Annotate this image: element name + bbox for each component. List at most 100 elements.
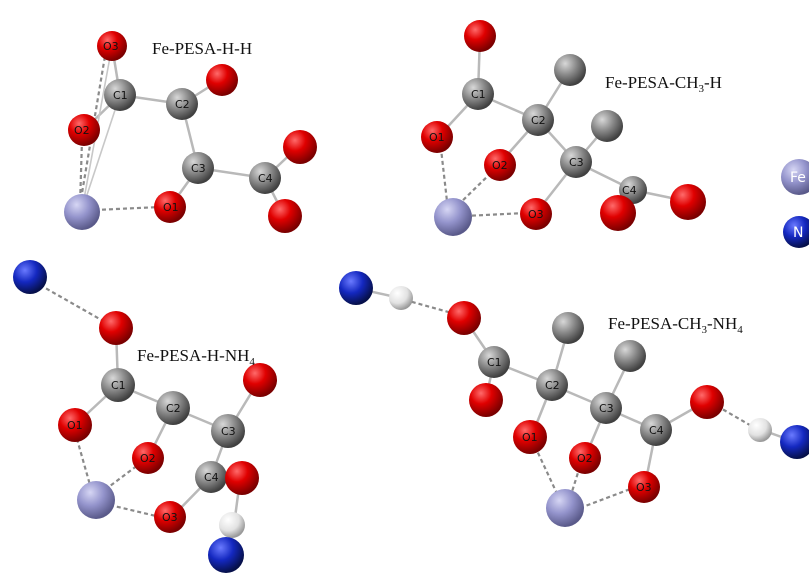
atom-label: C1 [471, 88, 486, 101]
dashed-bond [78, 139, 84, 206]
hydrogen-atom [389, 286, 413, 310]
atom-label: O2 [577, 452, 593, 465]
iron-atom [64, 194, 100, 230]
oxygen-atom [154, 501, 186, 533]
iron-legend-atom [781, 159, 809, 195]
carbon-atom [560, 146, 592, 178]
atom-label: O1 [429, 131, 445, 144]
oxygen-atom [464, 20, 496, 52]
oxygen-atom [513, 420, 547, 454]
atom-label: C3 [221, 425, 236, 438]
panel-fe-pesa-ch3-h: C1 C2 O1 O2 C3 C4 O3 Fe-PESA-CH3-H [421, 20, 722, 236]
carbon-atom [590, 392, 622, 424]
atom-label: C3 [599, 402, 614, 415]
atom-label: O3 [528, 208, 544, 221]
element-legend: Fe N [781, 159, 809, 248]
panel-fe-pesa-h-h: O3 C1 C2 O2 C3 C4 O1 Fe-PESA-H-H [64, 31, 317, 233]
atom-labels: C1 C2 C3 O1 C4 O2 O3 [487, 356, 664, 494]
oxygen-atom [447, 301, 481, 335]
carbon-atom [614, 340, 646, 372]
oxygen-atom [600, 195, 636, 231]
atom-label: O3 [636, 481, 652, 494]
oxygen-atom [154, 191, 186, 223]
atom-label: O3 [103, 40, 119, 53]
oxygen-atom [99, 311, 133, 345]
panel-title: Fe-PESA-CH3-NH4 [608, 314, 743, 336]
oxygen-atom [520, 198, 552, 230]
nitrogen-legend-atom [783, 216, 809, 248]
dashed-bond [94, 205, 161, 212]
oxygen-atom [58, 408, 92, 442]
oxygen-atom [670, 184, 706, 220]
atom-label: C4 [649, 424, 664, 437]
atom-label: C3 [191, 162, 206, 175]
nitrogen-atom [780, 425, 809, 459]
carbon-atom [101, 368, 135, 402]
panel-fe-pesa-h-nh4: C1 C2 O1 C3 O2 C4 O3 Fe-PESA-H-NH4 [13, 260, 277, 573]
atom-labels: C1 C2 O1 O2 C3 C4 O3 [429, 88, 637, 221]
carbon-atom [552, 312, 584, 344]
atoms [421, 20, 706, 236]
bond [81, 94, 121, 211]
nitrogen-legend-label: N [793, 225, 803, 241]
atom-label: C4 [258, 172, 273, 185]
dashed-bond [438, 139, 450, 211]
carbon-atom [156, 391, 190, 425]
atoms [64, 31, 317, 233]
carbon-atom [591, 110, 623, 142]
dashed-bond [579, 486, 634, 510]
oxygen-atom [243, 363, 277, 397]
hydrogen-atom [748, 418, 772, 442]
atom-label: C2 [175, 98, 190, 111]
hydrogen-atom [219, 512, 245, 538]
dashed-bond [716, 405, 756, 429]
oxygen-atom [484, 149, 516, 181]
carbon-atom [195, 461, 227, 493]
atom-label: C1 [113, 89, 128, 102]
panel-title: Fe-PESA-CH3-H [605, 73, 722, 95]
nitrogen-atom [339, 271, 373, 305]
atom-label: O1 [163, 201, 179, 214]
oxygen-atom [283, 130, 317, 164]
atom-labels: C1 C2 O1 C3 O2 C4 O3 [67, 379, 236, 524]
atom-label: O2 [492, 159, 508, 172]
atoms [339, 271, 809, 527]
oxygen-atom [469, 383, 503, 417]
atom-label: O2 [140, 452, 156, 465]
oxygen-atom [628, 471, 660, 503]
oxygen-atom [132, 442, 164, 474]
dashed-bond [404, 298, 453, 315]
atom-label: O3 [162, 511, 178, 524]
dashed-bond [464, 211, 526, 218]
oxygen-atom [690, 385, 724, 419]
carbon-atom [478, 346, 510, 378]
iron-atom [434, 198, 472, 236]
oxygen-atom [268, 199, 302, 233]
atom-label: C2 [166, 402, 181, 415]
atom-labels: O3 C1 C2 O2 C3 C4 O1 [74, 40, 273, 214]
iron-atom [546, 489, 584, 527]
atom-label: C4 [204, 471, 219, 484]
atoms [13, 260, 277, 573]
dashed-bond [39, 284, 106, 323]
carbon-atom [182, 152, 214, 184]
panel-fe-pesa-ch3-nh4: C1 C2 C3 O1 C4 O2 O3 Fe-PESA-CH3-NH4 [339, 271, 809, 527]
atom-label: O2 [74, 124, 90, 137]
carbon-atom [211, 414, 245, 448]
oxygen-atom [206, 64, 238, 96]
carbon-atom [554, 54, 586, 86]
carbon-atom [462, 78, 494, 110]
carbon-atom [640, 414, 672, 446]
atom-label: C1 [487, 356, 502, 369]
atom-label: C2 [531, 114, 546, 127]
atom-label: O1 [67, 419, 83, 432]
iron-atom [77, 481, 115, 519]
atom-label: C3 [569, 156, 584, 169]
carbon-atom [104, 79, 136, 111]
carbon-atom [166, 88, 198, 120]
dashed-bond [73, 431, 94, 493]
nitrogen-atom [13, 260, 47, 294]
nitrogen-atom [208, 537, 244, 573]
carbon-atom [536, 369, 568, 401]
